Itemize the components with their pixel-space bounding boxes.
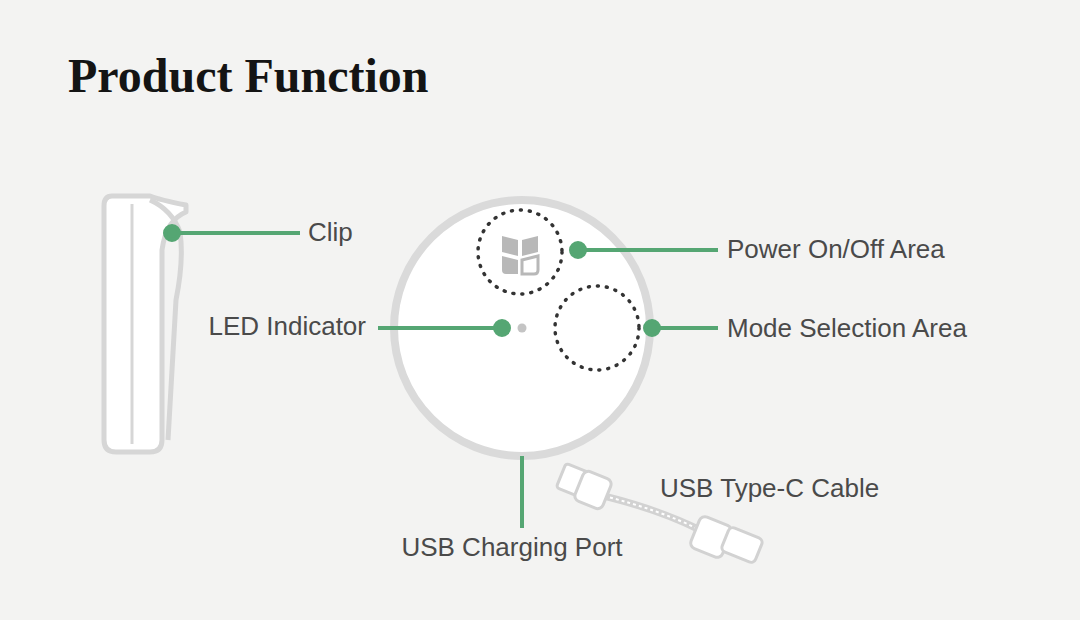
part-label: USB Charging Port	[401, 533, 622, 562]
part-label: LED Indicator	[208, 312, 366, 341]
part-label: Mode Selection Area	[727, 314, 967, 343]
power-area-outline	[478, 210, 562, 294]
part-label: USB Type-C Cable	[660, 474, 879, 503]
part-label: Clip	[308, 218, 353, 247]
leader-lines	[165, 226, 718, 528]
title: Product Function	[68, 48, 428, 103]
logo-icon	[502, 236, 538, 274]
led-dot	[518, 324, 527, 333]
mode-area-outline	[555, 286, 639, 370]
clip-drawing	[104, 196, 186, 452]
part-label: Power On/Off Area	[727, 235, 945, 264]
